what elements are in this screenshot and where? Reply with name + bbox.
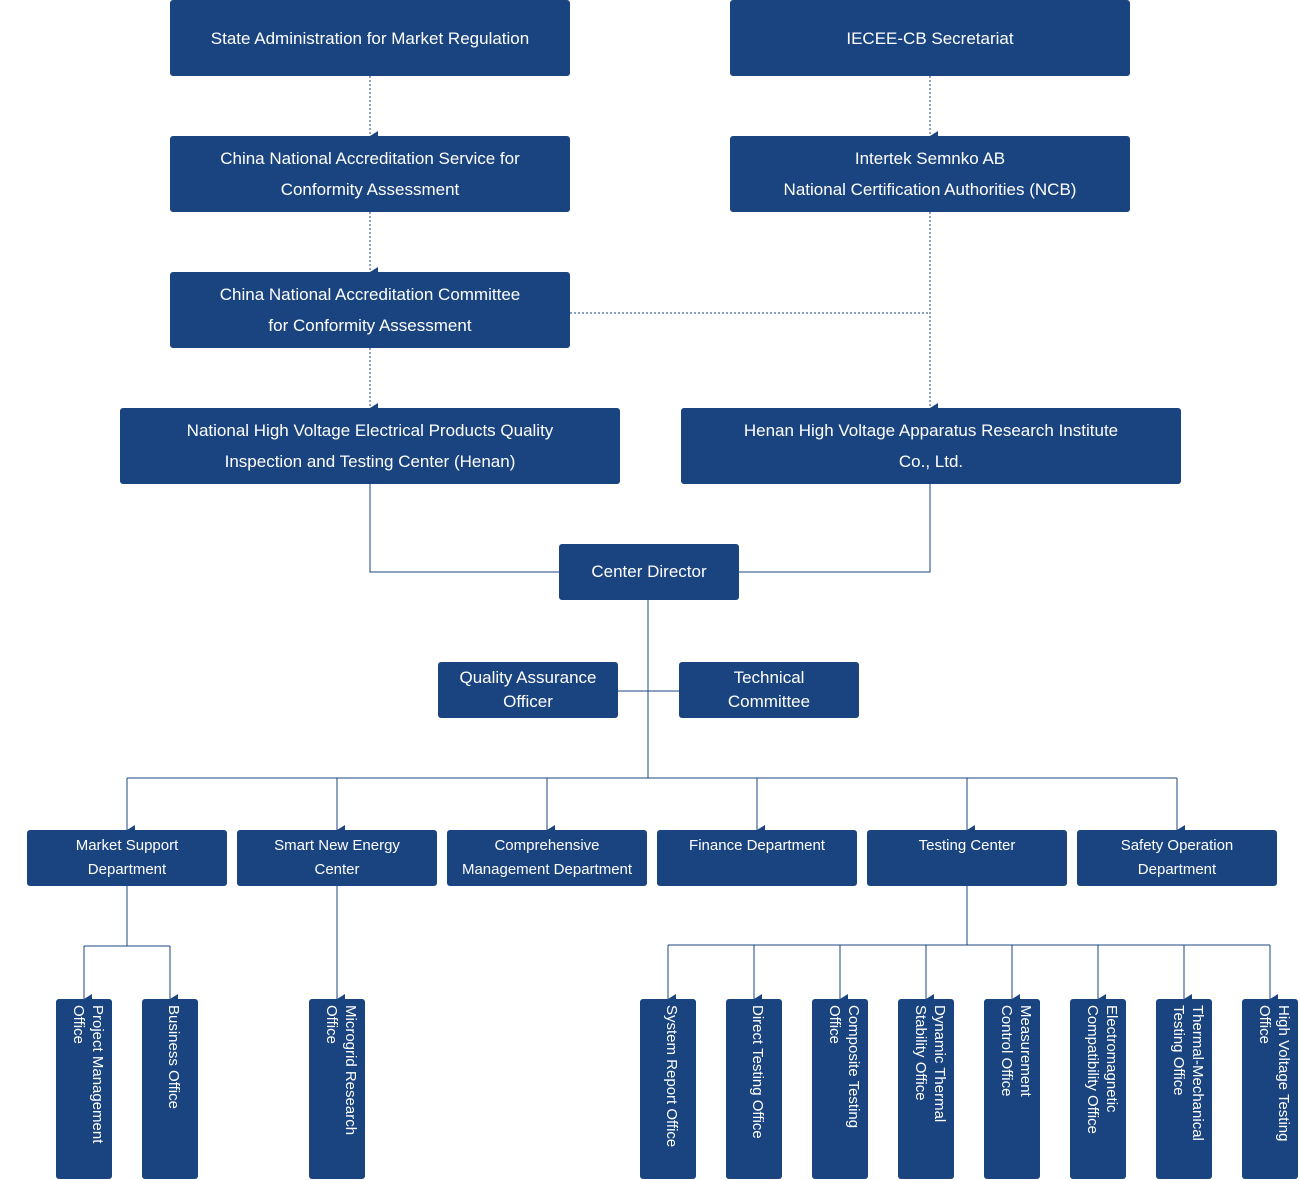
office-box: High Voltage Testing Office <box>1242 999 1298 1179</box>
department-box: Testing Center <box>867 830 1067 886</box>
cnas-service-box: China National Accreditation Service for… <box>170 136 570 212</box>
office-box: Measurement Control Office <box>984 999 1040 1179</box>
center-director-box: Center Director <box>559 544 739 600</box>
office-label: Business Office <box>165 1005 182 1109</box>
henan-institute-box: Henan High Voltage Apparatus Research In… <box>681 408 1181 484</box>
department-box: Finance Department <box>657 830 857 886</box>
cnas-committee-box: China National Accreditation Committee f… <box>170 272 570 348</box>
national-testing-center-box: National High Voltage Electrical Product… <box>120 408 620 484</box>
office-label: Microgrid Research Office <box>323 1005 359 1136</box>
department-box: Safety Operation Department <box>1077 830 1277 886</box>
office-box: Business Office <box>142 999 198 1179</box>
department-box: Market Support Department <box>27 830 227 886</box>
office-label: Dynamic Thermal Stability Office <box>912 1005 948 1123</box>
department-box: Comprehensive Management Department <box>447 830 647 886</box>
samr-box: State Administration for Market Regulati… <box>170 0 570 76</box>
office-label: Composite Testing Office <box>826 1005 862 1129</box>
office-box: System Report Office <box>640 999 696 1179</box>
office-box: Composite Testing Office <box>812 999 868 1179</box>
line-center-to-director <box>369 484 559 573</box>
office-box: Dynamic Thermal Stability Office <box>898 999 954 1179</box>
line-institute-to-director <box>739 484 931 573</box>
office-box: Direct Testing Office <box>726 999 782 1179</box>
office-label: High Voltage Testing Office <box>1256 1005 1292 1142</box>
office-label: System Report Office <box>663 1005 680 1148</box>
office-label: Project Management Office <box>70 1005 106 1144</box>
technical-committee-box: Technical Committee <box>679 662 859 718</box>
intertek-ncb-box: Intertek Semnko AB National Certificatio… <box>730 136 1130 212</box>
office-label: Measurement Control Office <box>998 1005 1034 1097</box>
office-box: Project Management Office <box>56 999 112 1179</box>
quality-assurance-officer-box: Quality Assurance Officer <box>438 662 618 718</box>
office-label: Direct Testing Office <box>749 1005 766 1139</box>
department-box: Smart New Energy Center <box>237 830 437 886</box>
office-box: Electromagnetic Compatibility Office <box>1070 999 1126 1179</box>
iecee-cb-box: IECEE-CB Secretariat <box>730 0 1130 76</box>
office-box: Thermal-Mechanical Testing Office <box>1156 999 1212 1179</box>
office-label: Thermal-Mechanical Testing Office <box>1170 1005 1206 1141</box>
office-box: Microgrid Research Office <box>309 999 365 1179</box>
office-label: Electromagnetic Compatibility Office <box>1084 1005 1120 1134</box>
